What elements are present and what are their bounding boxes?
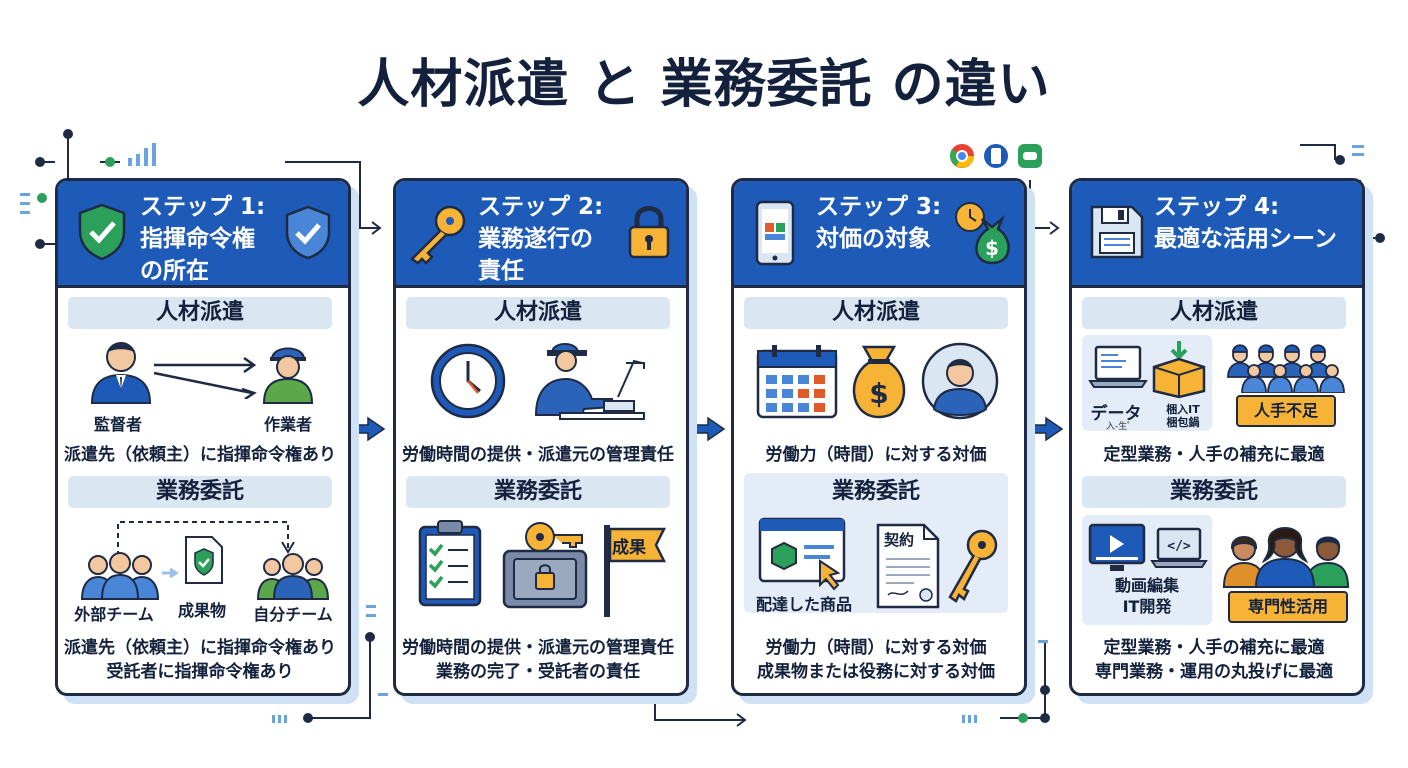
key-icon [406, 201, 470, 265]
summary-line-2: 専門業務・運用の丸投げに最適 [1095, 662, 1333, 682]
worker-at-desk-icon [524, 339, 654, 425]
haken-caption: 労働力（時間）に対する対価 [765, 445, 987, 465]
page-title: 人材派遣 と 業務委託 の違い [357, 55, 1051, 115]
data-sub-label: 入-生ﾟ [1106, 422, 1132, 432]
worker-icon [258, 341, 318, 405]
dashed-connector [117, 521, 295, 556]
specialists-icon [1220, 519, 1350, 589]
deliverable-label: 成果物 [177, 601, 226, 620]
step-1-header: ステップ 1: 指揮命令権 の所在 [58, 181, 348, 288]
supervisor-label: 監督者 [93, 415, 142, 434]
data-label: データ [1090, 404, 1142, 424]
step-card-2: ステップ 2: 業務遂行の 責任 人材派遣 労働時間の提供・派遣元の管理責任 業… [393, 178, 689, 696]
haken-label: 人材派遣 [406, 297, 670, 329]
clock-icon [428, 341, 508, 421]
itaku-label: 業務委託 [68, 476, 332, 508]
haken-label: 人材派遣 [744, 297, 1008, 329]
packing-label: 梱入IT 梱包鍋 [1166, 403, 1200, 429]
key-icon [942, 527, 1002, 607]
laptop-icon [1088, 343, 1148, 391]
padlock-icon [626, 203, 672, 261]
code-laptop-icon: </> [1150, 525, 1208, 571]
haken-label: 人材派遣 [1082, 297, 1346, 329]
svg-text:$: $ [869, 377, 888, 410]
step-4-title: ステップ 4: 最適な活用シーン [1154, 194, 1337, 252]
summary-line-1: 労働時間の提供・派遣元の管理責任 [402, 638, 674, 658]
itaku-label: 業務委託 [406, 476, 670, 508]
browser-icon [948, 142, 976, 170]
smartphone-icon [754, 199, 796, 267]
shield-check-icon [76, 201, 128, 261]
outside-team-icon [80, 551, 160, 601]
step-1-title: ステップ 1: 指揮命令権 の所在 [140, 194, 266, 284]
svg-text:</>: </> [1167, 539, 1191, 554]
video-dev-label: 動画編集 IT開発 [1114, 576, 1179, 616]
step-card-3: ステップ 3: 対価の対象 $ 人材派遣 $ 労働力（時間）に対する対価 業務委… [731, 178, 1027, 696]
package-box-icon [1148, 339, 1210, 399]
summary-line-2: 受託者に指揮命令権あり [106, 662, 294, 682]
own-team-icon [256, 551, 330, 601]
step-4-header: ステップ 4: 最適な活用シーン [1072, 181, 1362, 288]
command-arrows [153, 356, 257, 399]
summary-line-2: 業務の完了・受託者の責任 [436, 662, 640, 682]
step-card-1: ステップ 1: 指揮命令権 の所在 人材派遣 監督者 作業者 派遣先（依頼主）に… [55, 178, 351, 696]
checklist-icon [416, 517, 484, 609]
haken-caption: 労働時間の提供・派遣元の管理責任 [402, 445, 674, 465]
step-card-4: ステップ 4: 最適な活用シーン 人材派遣 データ 入-生ﾟ 梱入IT 梱包鍋 … [1069, 178, 1365, 696]
crowd-icon [1226, 337, 1346, 393]
haken-caption: 派遣先（依頼主）に指揮命令権あり [64, 445, 336, 465]
money-bag-icon: $ [952, 199, 1016, 267]
worker-label: 作業者 [263, 415, 312, 434]
result-flag-icon [600, 521, 670, 621]
step-2-title: ステップ 2: 業務遂行の 責任 [478, 194, 604, 284]
browser-window-icon [756, 515, 852, 591]
itaku-label: 業務委託 [831, 479, 920, 504]
contract-label: 契約 [884, 531, 915, 549]
own-team-label: 自分チーム [253, 605, 333, 624]
shortage-badge: 人手不足 [1236, 395, 1336, 427]
summary-line-1: 労働力（時間）に対する対価 [765, 638, 987, 658]
phone-app-icon [982, 142, 1010, 170]
result-flag-label: 成果 [612, 538, 646, 558]
haken-caption: 定型業務・人手の補充に最適 [1103, 445, 1325, 465]
supervisor-icon [86, 339, 156, 405]
haken-label: 人材派遣 [68, 297, 332, 329]
delivered-goods-label: 配達した商品 [755, 595, 852, 614]
deliverable-document-icon [182, 533, 226, 587]
shield-check-icon [283, 203, 333, 261]
small-arrow [162, 567, 179, 579]
step-3-title: ステップ 3: 対価の対象 [816, 194, 942, 252]
money-bag-icon: $ [848, 341, 910, 421]
summary-line-1: 定型業務・人手の補充に最適 [1103, 638, 1325, 658]
calendar-icon [754, 341, 840, 421]
person-portrait-icon [920, 341, 1000, 421]
specialty-badge: 専門性活用 [1228, 591, 1348, 623]
summary-line-1: 派遣先（依頼主）に指揮命令権あり [64, 638, 336, 658]
safe-with-key-icon [500, 517, 594, 615]
summary-line-2: 成果物または役務に対する対価 [757, 662, 995, 682]
itaku-label: 業務委託 [1082, 476, 1346, 508]
video-monitor-icon [1088, 521, 1148, 575]
floppy-disk-icon [1088, 203, 1146, 261]
chat-app-icon [1016, 142, 1044, 170]
outside-team-label: 外部チーム [74, 605, 154, 624]
contract-document-icon [874, 521, 944, 611]
svg-text:$: $ [985, 236, 999, 260]
step-2-header: ステップ 2: 業務遂行の 責任 [396, 181, 686, 288]
step-3-header: ステップ 3: 対価の対象 $ [734, 181, 1024, 288]
